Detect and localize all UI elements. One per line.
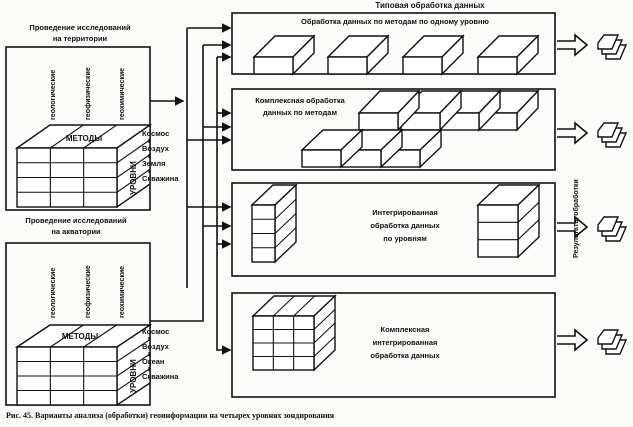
panel-title: на территории	[53, 34, 108, 43]
integrated-cube	[251, 294, 337, 372]
method-label: геохимические	[119, 68, 126, 120]
level-label: Воздух	[142, 342, 170, 351]
box-method-single-level	[231, 12, 556, 75]
result-output	[557, 328, 628, 355]
method-block	[357, 89, 421, 132]
panel-title: Проведение исследований	[29, 23, 131, 32]
method-block	[326, 34, 390, 76]
figure-caption: Рис. 45. Варианты анализа (обработки) ге…	[6, 411, 335, 420]
hollow-arrow-icon	[557, 121, 589, 145]
hollow-arrow-icon	[557, 215, 589, 239]
method-label: геохимические	[119, 266, 126, 318]
panel-title: на акватории	[51, 227, 101, 236]
level-label: Земля	[142, 159, 165, 168]
box-title: интегрированная	[373, 338, 438, 347]
results-outputs	[557, 33, 628, 355]
box-title: Комплексная обработка	[255, 96, 345, 105]
territory-panel: Проведение исследований на территории ге…	[5, 23, 179, 211]
method-block	[401, 34, 465, 76]
territory-cube	[14, 123, 153, 209]
method-label: геологические	[50, 268, 57, 318]
method-block	[476, 34, 540, 76]
method-label: геофизические	[85, 265, 92, 318]
hollow-arrow-icon	[557, 328, 589, 352]
method-block	[252, 34, 316, 76]
level-label: Океан	[142, 357, 164, 366]
box-title: данных по методам	[263, 108, 337, 117]
document-stack-icon	[597, 34, 628, 60]
connector-lines	[150, 23, 232, 355]
box-title: по уровням	[383, 234, 427, 243]
level-stack	[250, 183, 298, 264]
level-label: Скважина	[142, 372, 179, 381]
cube-top-label: МЕТОДЫ	[62, 332, 99, 341]
cube-top-label: МЕТОДЫ	[66, 134, 103, 143]
document-stack-icon	[597, 216, 628, 242]
box-title: обработка данных	[370, 221, 440, 230]
box-integrated-levels	[231, 182, 556, 277]
hollow-arrow-icon	[557, 33, 589, 57]
result-output	[557, 215, 628, 242]
box-title: Комплексная	[381, 325, 430, 334]
cube-side-label: УРОВНИ	[129, 161, 138, 195]
level-stack	[476, 183, 541, 259]
methods-levels-cube	[14, 323, 153, 407]
result-output	[557, 121, 628, 148]
method-label: геологические	[50, 70, 57, 120]
level-label: Космос	[142, 327, 169, 336]
box-title: Интегрированная	[372, 208, 438, 217]
cube-side-label: УРОВНИ	[129, 359, 138, 393]
document-stack-icon	[597, 122, 628, 148]
method-block	[300, 128, 364, 169]
aquatory-cube	[14, 323, 153, 407]
aquatory-panel: Проведение исследований на акватории гео…	[5, 216, 179, 407]
box-complex-integrated	[231, 292, 556, 398]
box-title: Обработка данных по методам по одному ур…	[301, 17, 490, 26]
document-stack-icon	[597, 329, 628, 355]
panel-title: Проведение исследований	[25, 216, 127, 225]
method-label: геофизические	[85, 67, 92, 120]
methods-levels-cube	[14, 123, 153, 209]
results-label: Результаты обработки	[572, 179, 580, 258]
box-title: обработка данных	[370, 351, 440, 360]
level-label: Воздух	[142, 144, 170, 153]
result-output	[557, 33, 628, 60]
level-label: Космос	[142, 129, 169, 138]
processing-blocks	[250, 34, 541, 372]
level-label: Скважина	[142, 174, 179, 183]
header-title: Типовая обработка данных	[375, 1, 485, 10]
box-complex-methods	[231, 88, 556, 171]
